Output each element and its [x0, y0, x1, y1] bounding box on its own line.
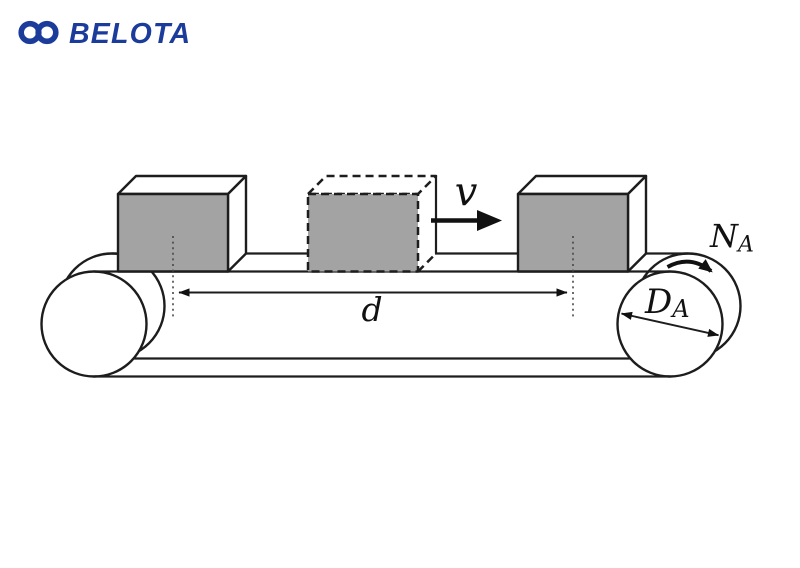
package-ghost	[306, 174, 438, 273]
package-right-side-face	[626, 174, 648, 273]
pulley-diameter-main: D	[644, 282, 672, 322]
rotation-speed-subscript: A	[736, 233, 754, 258]
pulley-diameter-subscript: A	[670, 295, 689, 323]
package-left	[116, 174, 248, 273]
infinity-icon	[18, 20, 59, 45]
left-pulley-front-rim	[40, 270, 148, 378]
package-left-top-face	[116, 174, 248, 196]
pulley-diameter-label: DA	[644, 282, 690, 323]
package-ghost-front-face	[306, 192, 420, 273]
pulley-rotation-arrow	[666, 259, 713, 273]
package-ghost-side-face	[418, 176, 436, 272]
package-ghost-bottom-right-edge	[417, 252, 437, 273]
velocity-arrow	[431, 210, 502, 231]
package-ghost-top-face	[306, 174, 438, 196]
package-right	[516, 174, 648, 273]
distance-label: d	[361, 290, 382, 329]
package-right-top-face	[516, 174, 648, 196]
brand-logo: BELOTA	[18, 18, 191, 50]
package-left-side-face	[226, 174, 248, 273]
infinity-right-ring	[35, 20, 59, 45]
rotation-speed-label: NA	[709, 217, 754, 258]
velocity-arrowhead	[477, 210, 502, 231]
pulley-diameter-arrow	[620, 311, 720, 337]
rotation-speed-main: N	[709, 217, 739, 255]
velocity-label: v	[455, 170, 478, 216]
brand-name: BELOTA	[69, 18, 191, 50]
